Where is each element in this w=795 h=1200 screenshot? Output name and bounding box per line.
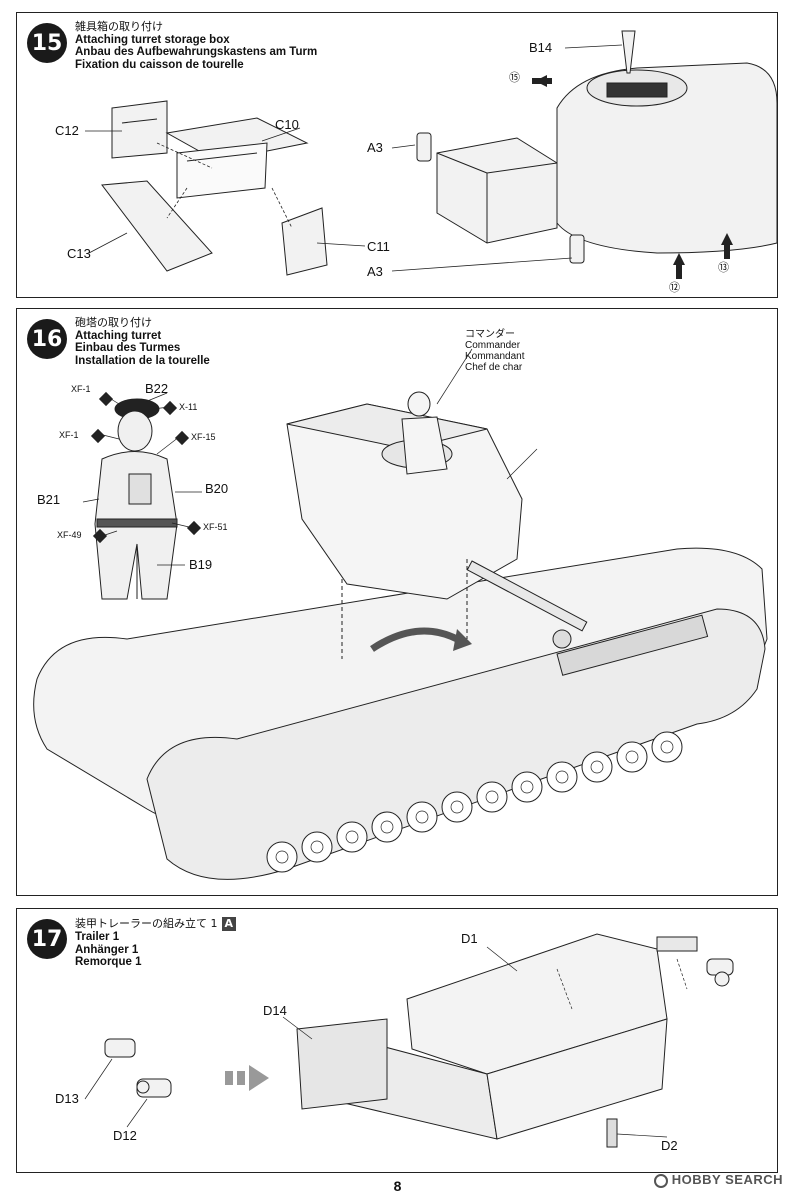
part-label-c13: C13	[67, 246, 91, 261]
part-label-d14: D14	[263, 1003, 287, 1018]
part-label-d13: D13	[55, 1091, 79, 1106]
watermark-text: HOBBY SEARCH	[671, 1172, 783, 1187]
sub-assembly-badge: A	[221, 917, 237, 931]
title-german: Einbau des Turmes	[75, 342, 181, 354]
title-french: Fixation du caisson de tourelle	[75, 58, 244, 71]
step-number-badge: 15	[27, 23, 67, 63]
part-label-a3-bottom: A3	[367, 264, 383, 279]
paint-code-xf51: XF-51	[203, 522, 228, 532]
turret-installation-drawing	[17, 309, 779, 897]
paint-code-xf15: XF-15	[191, 432, 216, 442]
step-title-block: 砲塔の取り付け Attaching turret Einbau des Turm…	[75, 316, 210, 367]
part-label-c11: C11	[367, 239, 390, 254]
title-english: Trailer 1	[75, 931, 120, 943]
step-15-panel: 15 雑具箱の取り付け Attaching turret storage box…	[16, 12, 778, 298]
commander-english: Commander	[465, 340, 521, 351]
ref-step-15: ⑮	[509, 72, 520, 84]
part-label-b20: B20	[205, 481, 229, 496]
part-label-d2: D2	[661, 1138, 678, 1153]
part-label-b14: B14	[529, 40, 553, 55]
page-number: 8	[393, 1178, 402, 1194]
part-label-d12: D12	[113, 1128, 137, 1143]
part-label-b21: B21	[37, 492, 61, 507]
title-english: Attaching turret	[75, 329, 162, 342]
watermark-logo-icon	[653, 1173, 668, 1188]
part-label-c12: C12	[55, 123, 79, 138]
commander-japanese: コマンダー	[465, 329, 515, 340]
title-german: Anhänger 1	[75, 943, 139, 956]
hobby-search-watermark: HOBBY SEARCH	[653, 1172, 783, 1188]
paint-code-xf1-left: XF-1	[59, 430, 79, 440]
paint-code-xf49: XF-49	[57, 530, 82, 540]
ref-step-12: ⑫	[669, 282, 680, 294]
step-number-badge: 17	[27, 919, 67, 959]
step-number-badge: 16	[27, 319, 67, 359]
part-label-a3-top: A3	[367, 140, 383, 155]
part-label-b22: B22	[145, 381, 169, 396]
paint-code-xf1-top: XF-1	[71, 384, 91, 394]
step-title-block: 雑具箱の取り付け Attaching turret storage box An…	[75, 20, 318, 71]
title-japanese-text: 装甲トレーラーの組み立て 1	[75, 917, 218, 930]
title-german: Anbau des Aufbewahrungskastens am Turm	[75, 46, 318, 58]
title-english: Attaching turret storage box	[75, 33, 230, 46]
commander-callout: コマンダー Commander Kommandant Chef de char	[465, 329, 524, 373]
paint-code-x11: X-11	[179, 402, 198, 412]
title-french: Remorque 1	[75, 956, 142, 968]
storage-box-assembly-drawing	[17, 13, 779, 279]
commander-french: Chef de char	[465, 362, 523, 373]
part-label-b19: B19	[189, 557, 213, 572]
ref-step-13: ⑬	[718, 262, 729, 274]
commander-german: Kommandant	[465, 351, 525, 362]
step-16-panel: 16 砲塔の取り付け Attaching turret Einbau des T…	[16, 308, 778, 896]
title-japanese: 砲塔の取り付け	[75, 316, 152, 329]
part-label-c10: C10	[275, 117, 299, 132]
title-french: Installation de la tourelle	[75, 354, 210, 367]
trailer-assembly-drawing	[17, 909, 779, 1174]
title-japanese: 雑具箱の取り付け	[75, 20, 163, 33]
part-label-d1: D1	[461, 931, 478, 946]
